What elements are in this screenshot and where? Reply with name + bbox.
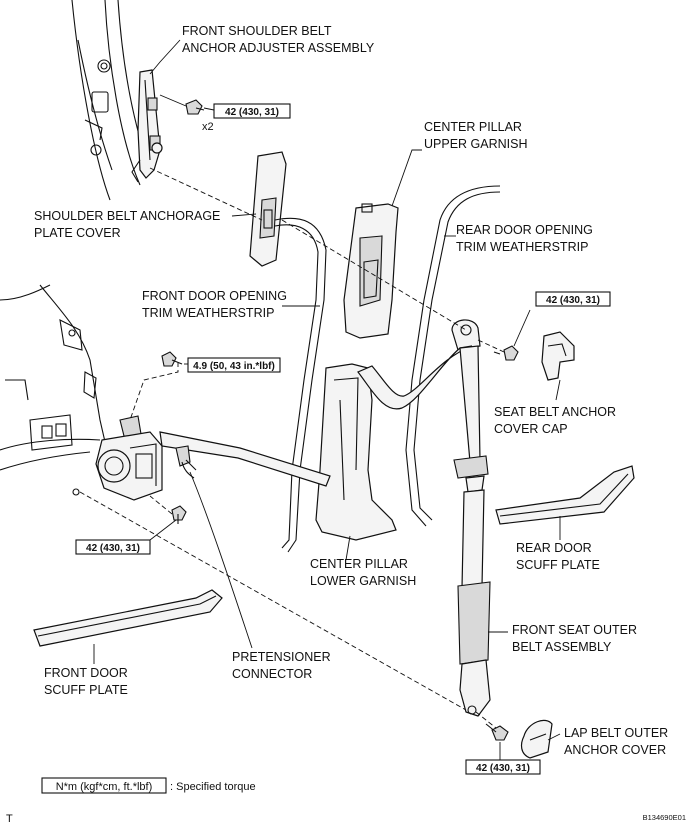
retractor-assembly — [95, 415, 331, 501]
label-center-lower-line2: LOWER GARNISH — [310, 574, 416, 588]
rear-door-scuff-plate — [495, 465, 635, 525]
label-adjuster-line2: ANCHOR ADJUSTER ASSEMBLY — [182, 41, 375, 55]
label-bolt-count: x2 — [202, 121, 214, 133]
torque-lap-anchor-text: 42 (430, 31) — [476, 763, 530, 774]
dash-line-4 — [129, 362, 179, 421]
leader-torque-adjuster — [203, 107, 215, 111]
lap-anchor-bolt-icon — [485, 723, 509, 741]
front-door-scuff-plate — [33, 589, 223, 647]
label-rear-scuff-line2: SCUFF PLATE — [516, 558, 600, 572]
label-pretensioner-line1: PRETENSIONER — [232, 650, 331, 664]
lower-body-panel — [0, 284, 109, 496]
label-front-scuff-line1: FRONT DOOR — [44, 666, 128, 680]
label-center-upper-line1: CENTER PILLAR — [424, 120, 522, 134]
dash-line-7 — [149, 495, 173, 515]
label-front-seat-belt-line1: FRONT SEAT OUTER — [512, 623, 637, 637]
dash-line-3 — [477, 339, 505, 353]
dash-line-1 — [149, 167, 263, 221]
legend-unit: N*m (kgf*cm, ft.*lbf) — [56, 781, 153, 793]
pretensioner-connector — [175, 445, 197, 479]
upper-anchor-bolt-icon — [493, 345, 519, 361]
label-rear-weather-line1: REAR DOOR OPENING — [456, 223, 593, 237]
leader-pretensioner — [189, 471, 253, 649]
retractor-top-bolt-icon — [161, 351, 183, 367]
leader-adjuster — [149, 39, 181, 75]
torque-adjuster-text: 42 (430, 31) — [225, 107, 279, 118]
torque-box-adjuster: 42 (430, 31) — [213, 103, 291, 119]
figure-code: B134690E01 — [643, 813, 686, 822]
label-rear-weather-line2: TRIM WEATHERSTRIP — [456, 240, 588, 254]
label-anchorage-line2: PLATE COVER — [34, 226, 121, 240]
label-cover-cap-line1: SEAT BELT ANCHOR — [494, 405, 616, 419]
leader-torque-retractor-lower — [149, 519, 177, 541]
leader-center-upper — [391, 149, 422, 207]
torque-box-lap-anchor: 42 (430, 31) — [465, 759, 541, 775]
label-front-seat-belt-line2: BELT ASSEMBLY — [512, 640, 612, 654]
leader-lap-cover — [547, 733, 561, 741]
legend-text: : Specified torque — [170, 781, 256, 793]
label-adjuster-line1: FRONT SHOULDER BELT — [182, 24, 332, 38]
torque-retractor-lower-text: 42 (430, 31) — [86, 543, 140, 554]
leader-cover-cap — [555, 379, 561, 401]
anchorage-plate-cover — [249, 151, 287, 267]
lap-anchor-cover — [520, 719, 553, 759]
label-lap-cover-line2: ANCHOR COVER — [564, 743, 666, 757]
anchor-adjuster-assembly — [131, 69, 163, 183]
label-front-weather-line2: TRIM WEATHERSTRIP — [142, 306, 274, 320]
dash-line-5 — [79, 491, 467, 711]
label-front-scuff-line2: SCUFF PLATE — [44, 683, 128, 697]
legend: N*m (kgf*cm, ft.*lbf) : Specified torque — [41, 777, 256, 794]
torque-retractor-top-text: 4.9 (50, 43 in.*lbf) — [193, 361, 275, 372]
label-center-upper-line2: UPPER GARNISH — [424, 137, 528, 151]
dash-line-2 — [281, 219, 467, 331]
label-center-lower-line1: CENTER PILLAR — [310, 557, 408, 571]
leader-torque-upper-anchor — [513, 309, 531, 347]
label-rear-scuff-line1: REAR DOOR — [516, 541, 592, 555]
label-front-weather-line1: FRONT DOOR OPENING — [142, 289, 287, 303]
front-seat-outer-belt — [357, 319, 491, 717]
adjuster-bolt-icon — [185, 99, 205, 115]
leader-anchorage-cover — [231, 213, 257, 217]
label-lap-cover-line1: LAP BELT OUTER — [564, 726, 668, 740]
leader-center-lower — [345, 535, 351, 561]
torque-box-retractor-top: 4.9 (50, 43 in.*lbf) — [187, 357, 281, 373]
label-cover-cap-line2: COVER CAP — [494, 422, 568, 436]
dash-line-6 — [475, 711, 497, 729]
label-pretensioner-line2: CONNECTOR — [232, 667, 312, 681]
torque-box-retractor-lower: 42 (430, 31) — [75, 539, 151, 555]
torque-upper-anchor-text: 42 (430, 31) — [546, 295, 600, 306]
anchor-cover-cap — [541, 331, 575, 381]
upper-body-panel — [71, 0, 151, 201]
center-pillar-upper-garnish — [343, 203, 399, 339]
retractor-lower-bolt-icon — [171, 505, 187, 524]
label-anchorage-line1: SHOULDER BELT ANCHORAGE — [34, 209, 220, 223]
torque-box-upper-anchor: 42 (430, 31) — [535, 291, 611, 307]
corner-mark: T — [6, 813, 13, 825]
